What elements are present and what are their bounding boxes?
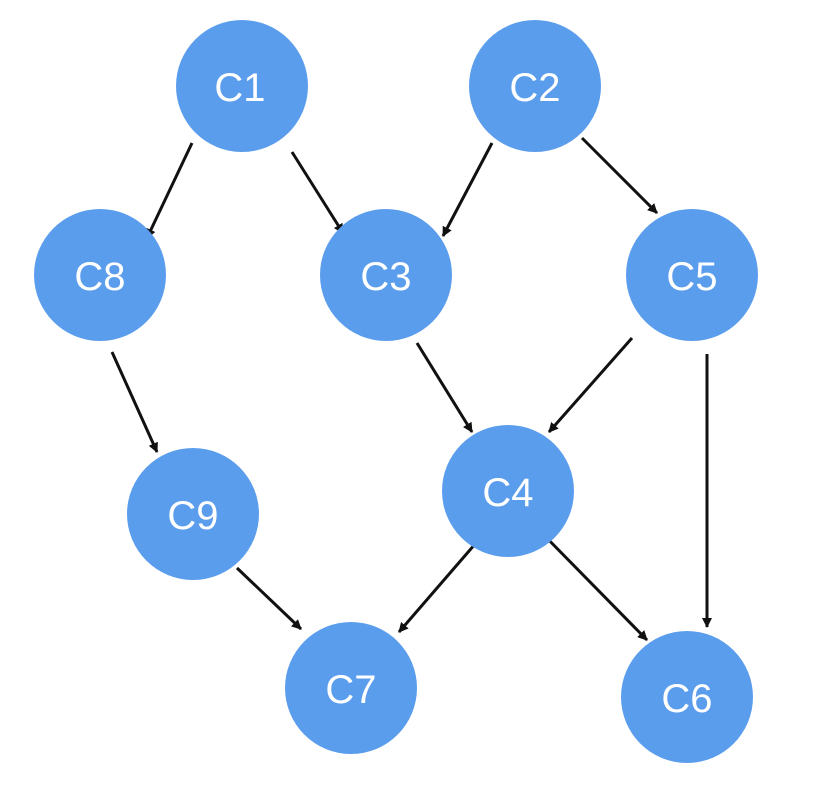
edge-c2-c3 bbox=[441, 142, 494, 237]
node-c8[interactable]: C8 bbox=[34, 209, 166, 341]
node-c4[interactable]: C4 bbox=[442, 425, 574, 557]
node-c9-label: C9 bbox=[167, 494, 218, 538]
node-c8-circle bbox=[34, 209, 166, 341]
edge-c1-c3 bbox=[290, 151, 345, 234]
node-c3-circle bbox=[320, 209, 452, 341]
node-c6-circle bbox=[621, 631, 753, 763]
edge-c4-c7 bbox=[397, 535, 484, 633]
node-c4-circle bbox=[442, 425, 574, 557]
edge-c2-c5 bbox=[580, 136, 659, 215]
node-c3[interactable]: C3 bbox=[320, 209, 452, 341]
node-c2-circle bbox=[469, 20, 601, 152]
edge-c5-c4 bbox=[547, 337, 634, 433]
node-c6-label: C6 bbox=[661, 677, 712, 721]
node-c5[interactable]: C5 bbox=[626, 209, 758, 341]
node-c9[interactable]: C9 bbox=[127, 448, 259, 580]
node-c7[interactable]: C7 bbox=[285, 622, 417, 754]
edges bbox=[110, 136, 712, 642]
node-c6[interactable]: C6 bbox=[621, 631, 753, 763]
node-c1-circle bbox=[176, 20, 308, 152]
edge-c8-c9 bbox=[110, 351, 159, 453]
node-c9-circle bbox=[127, 448, 259, 580]
edge-c1-c8 bbox=[145, 142, 194, 239]
node-c4-label: C4 bbox=[482, 471, 533, 515]
node-c5-label: C5 bbox=[666, 255, 717, 299]
node-c1[interactable]: C1 bbox=[176, 20, 308, 152]
node-c2[interactable]: C2 bbox=[469, 20, 601, 152]
edge-c3-c4 bbox=[415, 342, 474, 433]
node-c5-circle bbox=[626, 209, 758, 341]
node-c8-label: C8 bbox=[74, 255, 125, 299]
node-c1-label: C1 bbox=[214, 66, 265, 110]
edge-c4-c6 bbox=[533, 524, 649, 642]
node-c2-label: C2 bbox=[509, 66, 560, 110]
node-c7-circle bbox=[285, 622, 417, 754]
node-c7-label: C7 bbox=[325, 668, 376, 712]
node-c3-label: C3 bbox=[360, 255, 411, 299]
edge-c9-c7 bbox=[235, 566, 303, 631]
